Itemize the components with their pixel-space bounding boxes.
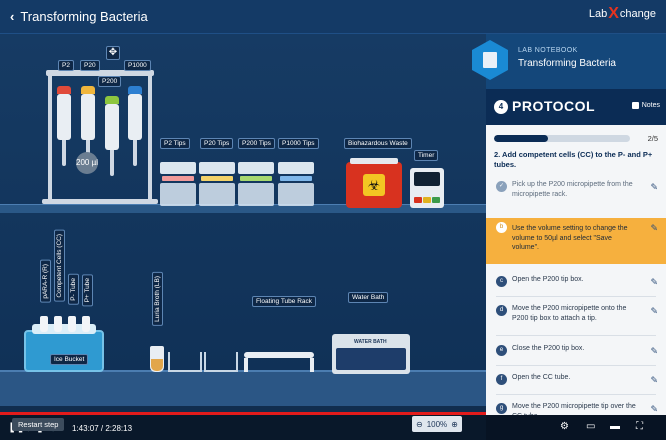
protocol-progress: [494, 135, 630, 142]
step-heading: 2. Add competent cells (CC) to the P- an…: [494, 150, 653, 169]
protocol-progress-count: 2/5: [647, 134, 658, 143]
luria-broth-tube[interactable]: [150, 346, 164, 372]
labxchange-logo: Lab X change: [588, 5, 656, 22]
lab-scene: P2 P20 P200 P1000 ✥ 200 µl P2 Tips P20 T…: [0, 34, 486, 440]
ice-bucket-label: Ice Bucket: [50, 354, 89, 365]
tube-r[interactable]: [40, 316, 48, 332]
notebook-title: Transforming Bacteria: [518, 58, 616, 69]
timer-label: Timer: [414, 150, 439, 161]
lower-shelf: [0, 370, 486, 406]
water-bath[interactable]: WATER BATH: [332, 334, 410, 374]
biohazard-icon: ☣: [363, 174, 385, 196]
pipette-p200[interactable]: [105, 96, 119, 176]
pipette-label-p1000: P1000: [124, 60, 151, 71]
notebook-header: LAB NOTEBOOK Transforming Bacteria: [472, 34, 666, 89]
biohazard-label: Biohazardous Waste: [344, 138, 412, 149]
fullscreen-icon[interactable]: ⛶: [636, 421, 643, 432]
protocol-header: 4 PROTOCOL Notes: [486, 89, 666, 125]
tip-box-p1000[interactable]: [278, 162, 314, 206]
protocol-step-g[interactable]: g Move the P200 micropipette tip over th…: [486, 399, 666, 415]
pencil-icon[interactable]: ✎: [650, 223, 658, 233]
protocol-step-e[interactable]: e Close the P200 tip box. ✎: [486, 341, 666, 363]
tube-label-cc: Competent Cells (CC): [54, 230, 65, 302]
protocol-number: 4: [494, 100, 508, 114]
move-arrows-icon[interactable]: ✥: [106, 46, 120, 60]
pencil-icon[interactable]: ✎: [650, 404, 658, 414]
biohazard-waste-bin[interactable]: ☣: [346, 158, 402, 208]
tube-label-p-plus: P+ Tube: [82, 274, 93, 307]
tip-box-label-p1000: P1000 Tips: [278, 138, 319, 149]
pencil-icon[interactable]: ✎: [650, 182, 658, 192]
lab-title: Transforming Bacteria: [20, 9, 148, 24]
tip-box-label-p200: P200 Tips: [238, 138, 275, 149]
notes-button[interactable]: Notes: [631, 102, 660, 109]
tube-p-minus[interactable]: [68, 316, 76, 332]
tube-cc[interactable]: [54, 316, 62, 332]
water-bath-label: Water Bath: [348, 292, 389, 303]
micropipette-rack: [42, 70, 158, 204]
floating-tube-rack[interactable]: [244, 352, 314, 372]
floor: [0, 406, 486, 440]
pencil-icon[interactable]: ✎: [650, 277, 658, 287]
zoom-in-icon[interactable]: ⊕: [451, 419, 458, 429]
notebook-label: LAB NOTEBOOK: [518, 47, 578, 54]
notes-icon: [631, 102, 639, 109]
settings-icon[interactable]: ⚙: [560, 421, 569, 432]
protocol-step-c[interactable]: c Open the P200 tip box. ✎: [486, 272, 666, 296]
tube-slot-2: [204, 352, 238, 372]
protocol-step-f[interactable]: f Open the CC tube. ✎: [486, 370, 666, 392]
zoom-level: 100%: [426, 419, 448, 429]
tube-label-p-minus: P- Tube: [68, 274, 79, 305]
pencil-icon[interactable]: ✎: [650, 306, 658, 316]
ice-bucket[interactable]: [24, 316, 104, 372]
miniplayer-icon[interactable]: ▭: [586, 421, 596, 432]
lab-notebook-panel: LAB NOTEBOOK Transforming Bacteria 4 PRO…: [472, 34, 666, 415]
tube-label-r: pARA-R (R): [40, 260, 51, 303]
tip-box-label-p2: P2 Tips: [160, 138, 190, 149]
protocol-step-a[interactable]: ✓ Pick up the P200 micropipette from the…: [486, 177, 666, 217]
pencil-icon[interactable]: ✎: [650, 375, 658, 385]
video-controls: ❚❚ ▶❚ 🔈 1:43:07 / 2:28:13 ⚙ ▭ ▬ ⛶: [0, 415, 666, 440]
protocol-step-d[interactable]: d Move the P200 micropipette onto the P2…: [486, 301, 666, 333]
protocol-title: PROTOCOL: [512, 98, 596, 114]
tube-slot-1: [168, 352, 202, 372]
zoom-control: ⊖ 100% ⊕: [412, 416, 462, 432]
tip-box-label-p20: P20 Tips: [200, 138, 234, 149]
pipette-label-p2: P2: [58, 60, 74, 71]
protocol-body: 2/5 2. Add competent cells (CC) to the P…: [486, 125, 666, 415]
step-check-icon: ✓: [496, 181, 507, 192]
video-time: 1:43:07 / 2:28:13: [72, 424, 133, 433]
broth-label: Luria Broth (LB): [152, 272, 163, 326]
tip-box-p2[interactable]: [160, 162, 196, 206]
video-progress-bar[interactable]: [0, 412, 486, 415]
top-bar: ‹ Transforming Bacteria Lab X change: [0, 0, 666, 34]
pipette-label-p20: P20: [80, 60, 100, 71]
tip-box-p200[interactable]: [238, 162, 274, 206]
back-button[interactable]: ‹ Transforming Bacteria: [10, 9, 148, 24]
pipette-label-p200: P200: [98, 76, 122, 87]
pipette-volume-badge: 200 µl: [76, 152, 98, 174]
pipette-p2[interactable]: [57, 86, 71, 166]
chevron-left-icon: ‹: [10, 9, 15, 24]
tube-p-plus[interactable]: [82, 316, 90, 332]
pipette-p1000[interactable]: [128, 86, 142, 166]
pencil-icon[interactable]: ✎: [650, 346, 658, 356]
zoom-out-icon[interactable]: ⊖: [416, 419, 423, 429]
timer[interactable]: [410, 168, 444, 208]
theater-icon[interactable]: ▬: [610, 421, 620, 432]
floating-rack-label: Floating Tube Rack: [252, 296, 317, 307]
tip-box-p20[interactable]: [199, 162, 235, 206]
protocol-step-b[interactable]: b Use the volume setting to change the v…: [486, 218, 666, 264]
restart-step-button[interactable]: Restart step: [12, 418, 65, 431]
